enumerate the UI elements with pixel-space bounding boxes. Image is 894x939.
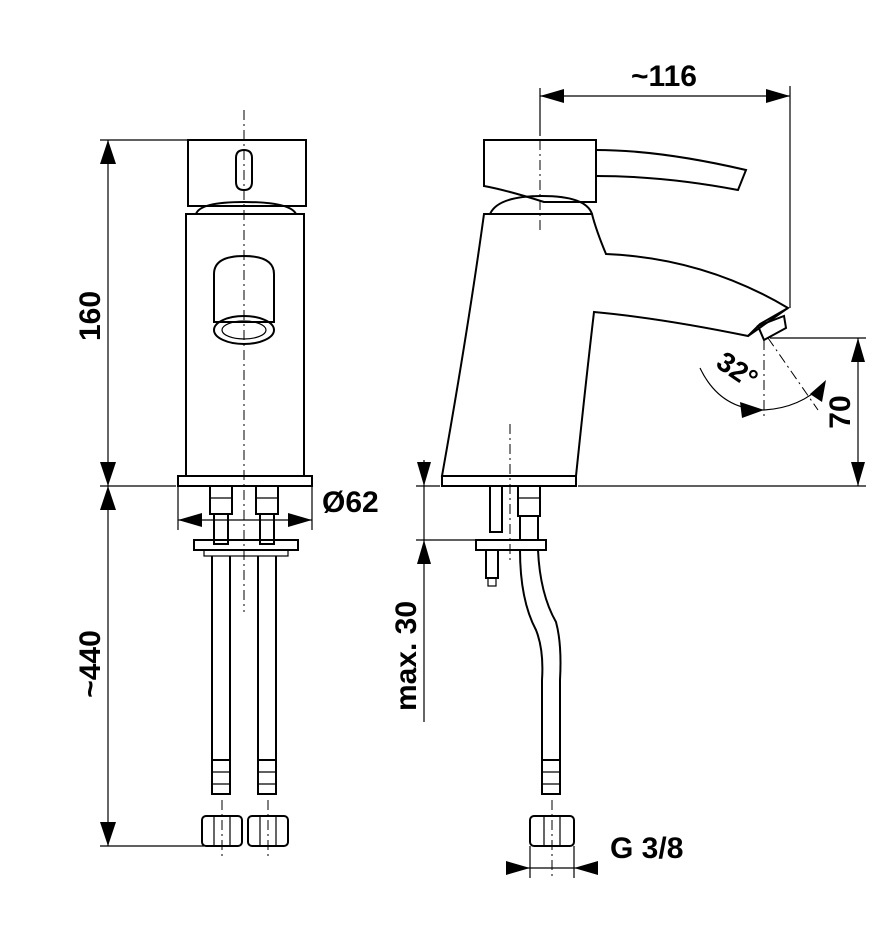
front-handle-block xyxy=(187,139,307,207)
front-base-plate xyxy=(177,475,313,487)
dim-spout-angle xyxy=(699,337,826,420)
dim-base-diameter xyxy=(177,486,313,530)
front-spout xyxy=(213,254,275,323)
dim-spout-height xyxy=(578,337,866,487)
dim-connection-thread xyxy=(506,846,598,878)
front-body xyxy=(185,213,305,477)
label-spout-height: 70 xyxy=(824,395,857,428)
side-base-plate xyxy=(441,475,577,487)
dim-height-total xyxy=(100,139,240,487)
side-lever xyxy=(595,149,748,192)
label-base-diameter: Ø62 xyxy=(322,486,379,519)
dim-width-top xyxy=(539,86,791,308)
label-hose-length: ~440 xyxy=(74,630,107,698)
front-lever-knob xyxy=(235,148,253,192)
side-collar xyxy=(489,194,593,215)
front-collar xyxy=(195,200,297,215)
side-body xyxy=(440,213,790,477)
front-hoses xyxy=(193,485,299,856)
label-max-thickness: max. 30 xyxy=(390,601,423,711)
side-aerator xyxy=(756,314,788,342)
front-view: 160 ~440 Ø62 xyxy=(74,110,379,856)
label-width-top: ~116 xyxy=(631,60,697,93)
label-spout-angle: 32° xyxy=(711,345,763,394)
label-connection-thread: G 3/8 xyxy=(610,832,683,865)
dim-max-thickness xyxy=(416,460,476,722)
front-fixing-nut xyxy=(193,539,299,551)
label-height-total: 160 xyxy=(74,291,107,341)
dim-hose-length xyxy=(100,486,204,847)
side-fixing-nut xyxy=(475,539,547,551)
side-view: ~116 70 32° max. 30 xyxy=(390,60,866,878)
side-under-fittings xyxy=(475,485,575,878)
